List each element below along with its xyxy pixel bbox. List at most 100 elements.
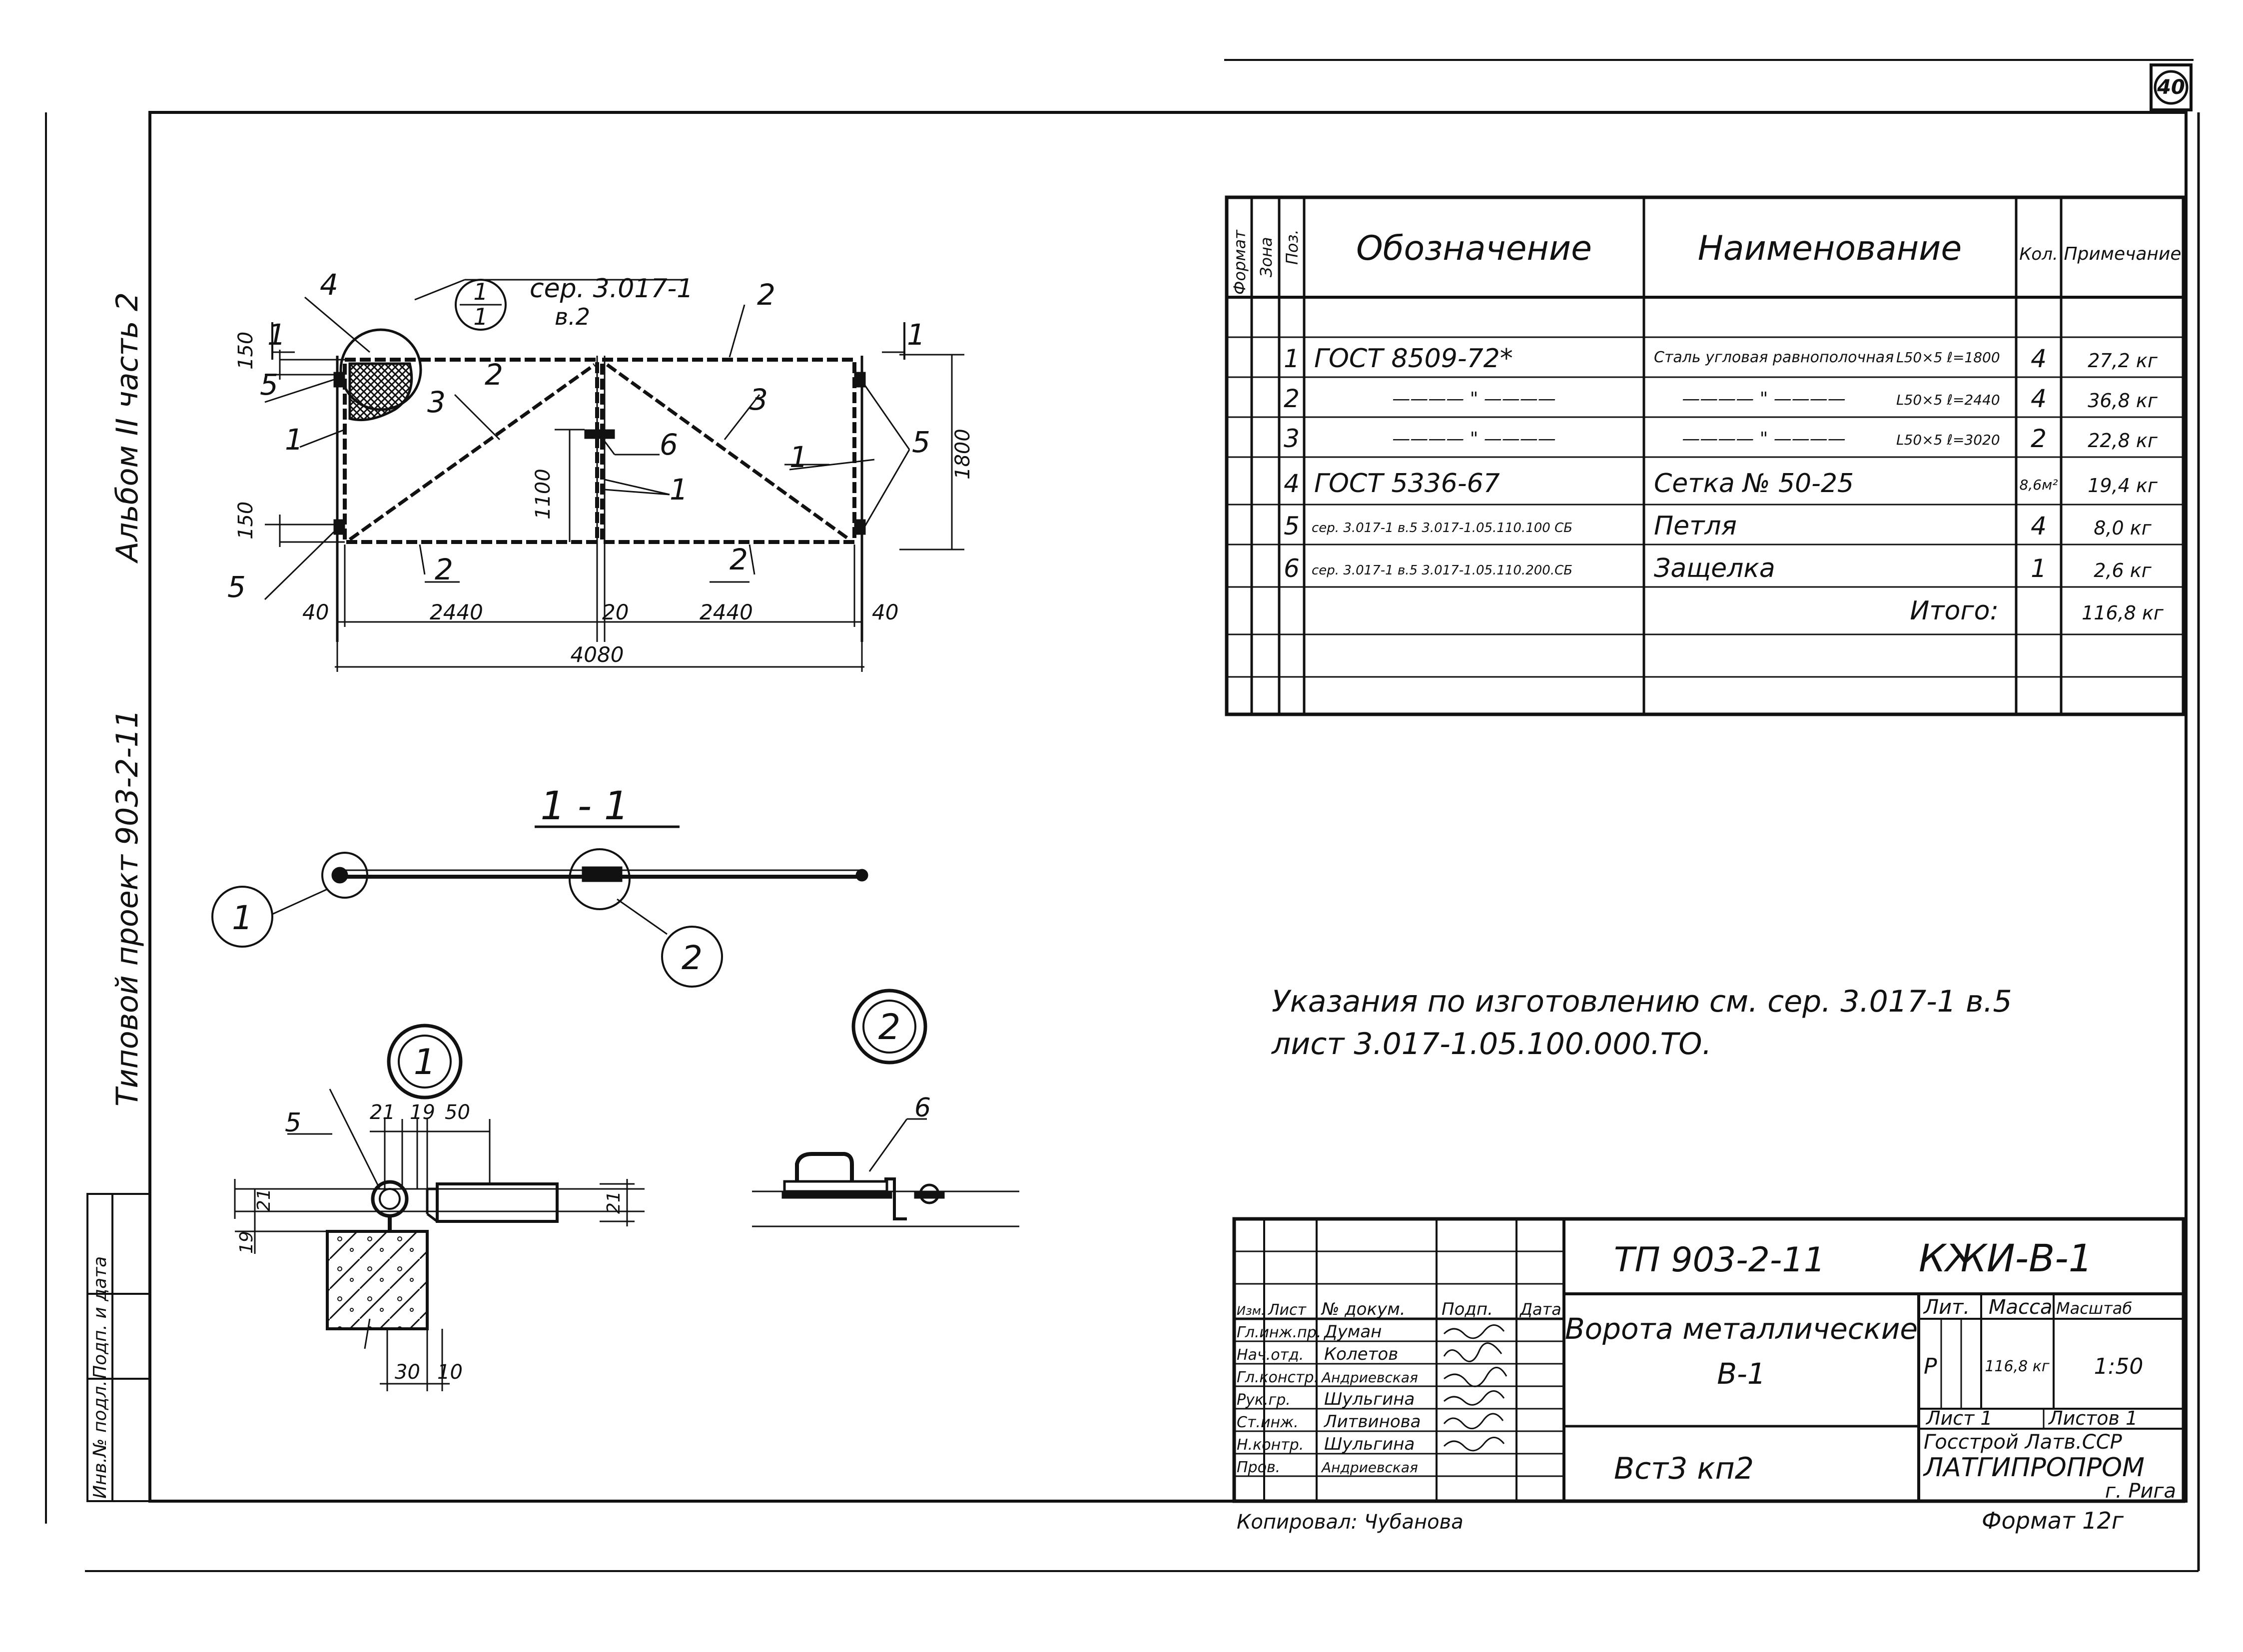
tb-copied: Копировал: Чубанова: [1237, 1511, 1464, 1534]
pos-label: 2: [757, 278, 775, 312]
tb-person: Шульгина: [1324, 1434, 1415, 1454]
spec-row-note: 19,4 кг: [2088, 475, 2158, 497]
callout-num-top: 1: [473, 278, 488, 305]
spec-row-note: 2,6 кг: [2094, 559, 2152, 581]
tb-lit-label: Лит.: [1923, 1296, 1970, 1319]
node-2-pos: 6: [914, 1093, 931, 1123]
dim-right-leaf: 2440: [700, 600, 753, 624]
spec-row-qty: 8,6м²: [2020, 477, 2058, 493]
instructions-line-1: Указания по изготовлению см. сер. 3.017-…: [1272, 984, 2012, 1019]
spec-row-designation: ———— " ————: [1392, 429, 1555, 449]
tb-role: Пров.: [1237, 1459, 1280, 1476]
tb-sheet: Лист 1: [1925, 1407, 1993, 1429]
tb-org-2: ЛАТГИПРОПРОМ: [1923, 1453, 2145, 1483]
tb-person: Андриевская: [1321, 1459, 1418, 1476]
dim-gap-20: 20: [602, 600, 629, 624]
node-1-dim: 30: [395, 1361, 420, 1384]
side-album-label: Альбом II часть 2: [110, 292, 145, 564]
spec-row-pos: 4: [1284, 469, 1300, 498]
tb-col-header: Дата: [1519, 1300, 1561, 1319]
dim-total: 4080: [571, 642, 624, 667]
section-node-left: 1: [232, 899, 253, 937]
tb-lit-value: Р: [1924, 1354, 1937, 1379]
spec-row-qty: 4: [2031, 344, 2047, 373]
pos-label: 1: [285, 423, 303, 457]
pos-label: 4: [320, 268, 338, 302]
callout-num-bottom: 1: [473, 303, 488, 330]
section-1-1: [211, 825, 868, 988]
tb-format: Формат 12г: [1982, 1507, 2124, 1534]
spec-header-qty: Кол.: [2019, 244, 2058, 264]
spec-row-name: Сталь угловая равнополочная: [1654, 349, 1894, 366]
spec-row-qty: 4: [2031, 384, 2047, 413]
signatures: [1443, 1324, 1507, 1452]
node-2-title: 2: [878, 1007, 901, 1048]
spec-row-pos: 1: [1284, 344, 1300, 373]
node-1-dim: 21: [604, 1191, 624, 1214]
pos-label: 2: [435, 552, 453, 586]
tb-title: Ворота металлические: [1565, 1312, 1918, 1346]
node-1-dim: 21: [370, 1101, 395, 1124]
dim-right-40: 40: [872, 600, 898, 624]
node-1-pos: 5: [285, 1108, 301, 1138]
gate-plan: [264, 279, 964, 672]
node-1: [234, 1024, 645, 1391]
spec-row-qty: 2: [2031, 424, 2047, 453]
dim-bottom-150: 150: [234, 502, 257, 540]
spec-header-format: Формат: [1230, 229, 1249, 295]
sheet-number-text: 40: [2157, 76, 2185, 99]
tb-col-header: Лист: [1268, 1301, 1307, 1319]
spec-row-pos: 2: [1284, 384, 1300, 413]
spec-row-note: 8,0 кг: [2094, 517, 2152, 539]
spec-row-note: 22,8 кг: [2088, 430, 2158, 452]
pos-label: 1: [789, 440, 808, 474]
pos-label: 1: [267, 318, 286, 352]
spec-row-pos: 3: [1284, 424, 1300, 453]
node-2: [752, 989, 1019, 1227]
spec-header-zone: Зона: [1257, 237, 1276, 277]
tb-person: Литвинова: [1323, 1412, 1421, 1432]
tb-role: Рук.гр.: [1237, 1391, 1291, 1409]
sheet-number: 40: [2150, 63, 2193, 111]
node-1-dim: 10: [437, 1361, 463, 1384]
spec-row-name: Сетка № 50-25: [1654, 469, 1854, 499]
pos-label: 2: [485, 358, 503, 392]
spec-row-note: 27,2 кг: [2088, 350, 2158, 372]
callout-ref-top: сер. 3.017-1: [530, 274, 693, 304]
node-1-dim: 19: [410, 1101, 435, 1124]
tb-role: Ст.инж.: [1237, 1414, 1299, 1431]
spec-row-designation: сер. 3.017-1 в.5 3.017-1.05.110.200.СБ: [1312, 563, 1572, 578]
section-title: 1 - 1: [541, 784, 629, 829]
dim-left-leaf: 2440: [430, 600, 483, 624]
spec-header-name: Наименование: [1698, 229, 1962, 268]
tb-role: Гл.инж.пр.: [1237, 1324, 1321, 1341]
spec-row-pos: 6: [1284, 554, 1300, 583]
sheet-frame: [45, 59, 2200, 1572]
spec-row-designation: ———— " ————: [1392, 389, 1555, 409]
tb-material: Вст3 кп2: [1614, 1451, 1754, 1486]
node-1-dim: 50: [445, 1101, 470, 1124]
spec-total-value: 116,8 кг: [2082, 602, 2164, 624]
dim-height-1800: 1800: [951, 429, 974, 480]
spec-row-profile: L50×5 ℓ=1800: [1896, 349, 2000, 366]
spec-table: [1225, 195, 2186, 716]
pos-label: 6: [660, 428, 678, 462]
tb-title-2: В-1: [1717, 1357, 1766, 1391]
tb-project: ТП 903-2-11: [1614, 1240, 1825, 1280]
spec-row-qty: 4: [2031, 512, 2047, 541]
tb-mass-label: Масса: [1989, 1296, 2053, 1319]
node-1-dim: 21: [254, 1188, 274, 1211]
tb-role: Нач.отд.: [1237, 1346, 1304, 1364]
side-stamp-inv: Инв.№ подл.: [90, 1380, 110, 1499]
spec-total-label: Итого:: [1910, 596, 1999, 626]
side-project-label: Типовой проект 903-2-11: [110, 709, 145, 1106]
tb-person: Андриевская: [1321, 1369, 1418, 1386]
pos-label: 2: [730, 543, 748, 576]
title-block: [1232, 1217, 2186, 1503]
tb-col-header: № докум.: [1321, 1299, 1406, 1319]
spec-row-designation: ГОСТ 5336-67: [1314, 469, 1500, 499]
spec-row-pos: 5: [1284, 512, 1300, 541]
callout-ref-bottom: в.2: [555, 303, 590, 330]
spec-row-note: 36,8 кг: [2088, 390, 2158, 412]
